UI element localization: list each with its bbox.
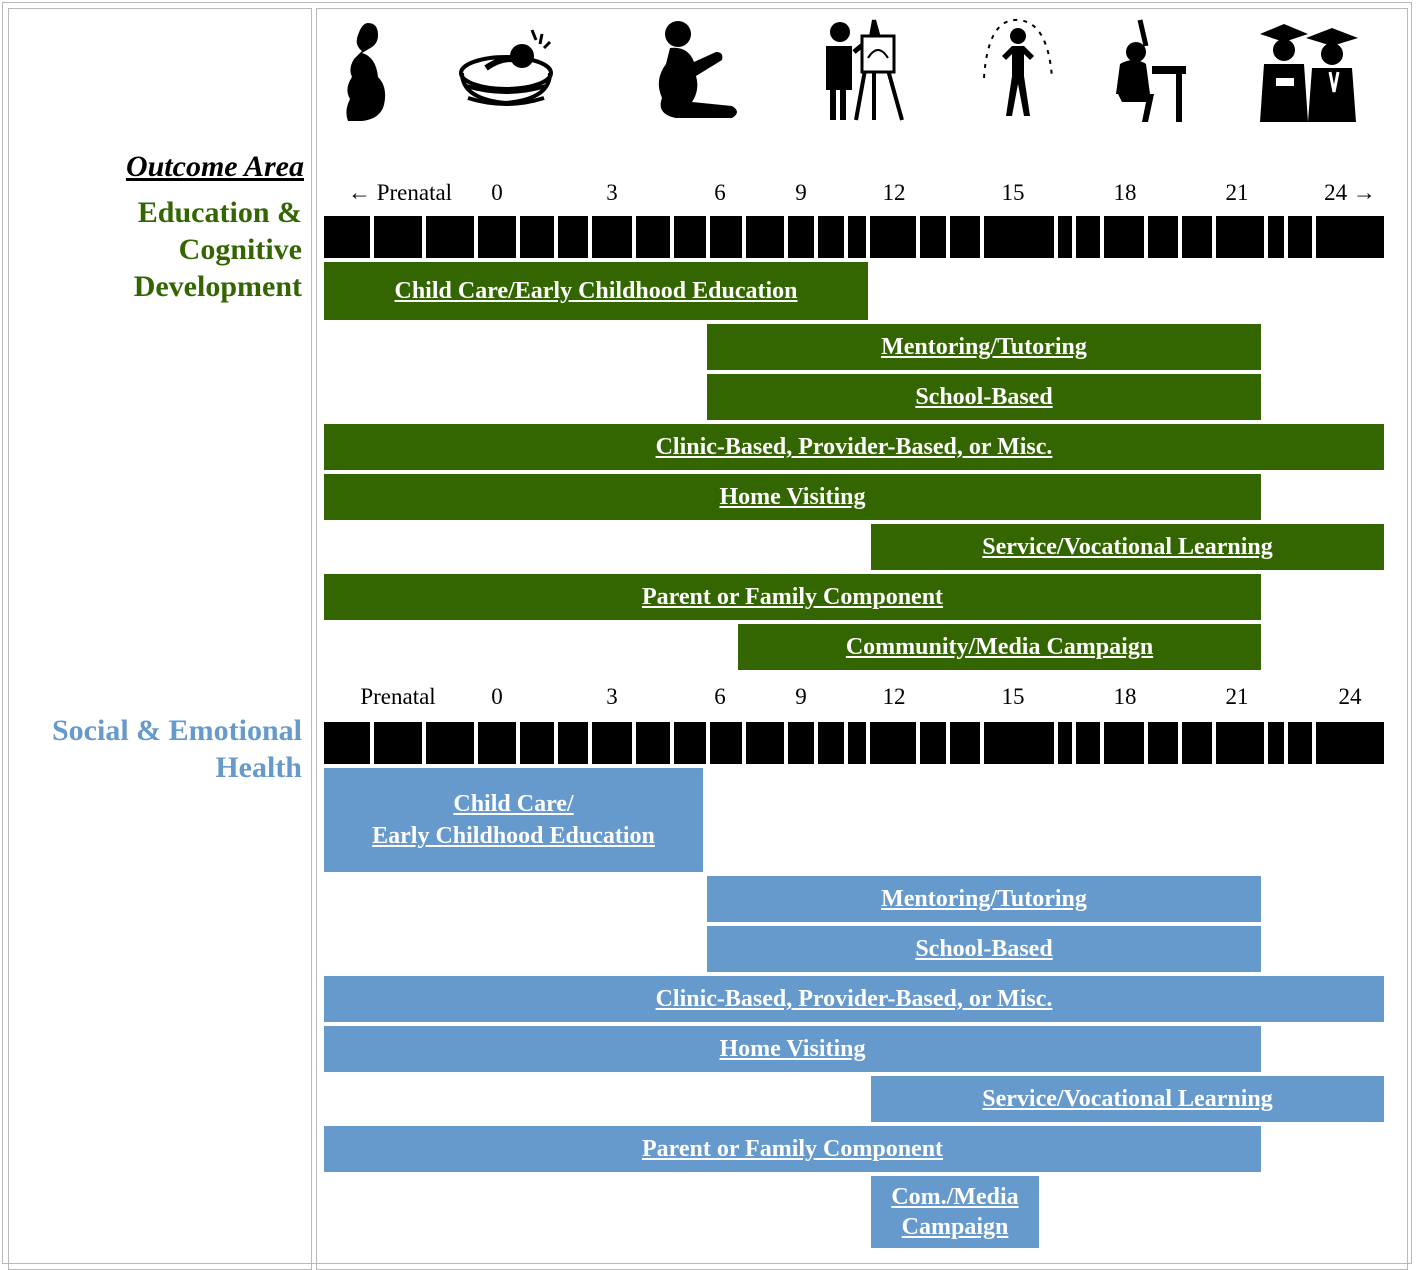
age-label-12-2: 12 <box>882 684 906 709</box>
crawling-toddler-icon <box>640 18 752 128</box>
edu-link-community-media[interactable]: Community/Media Campaign <box>845 634 1154 660</box>
pregnant-woman-icon <box>338 18 398 128</box>
area-label-social-emotional: Social & Emotional Health <box>51 714 302 784</box>
student-at-desk-icon <box>1110 18 1190 128</box>
soc-bar-school-based: School-Based <box>707 926 1261 972</box>
edu-bar-community-media: Community/Media Campaign <box>738 624 1261 670</box>
outcome-area-heading: Outcome Area <box>125 150 304 183</box>
age-label-prenatal-2: Prenatal <box>360 684 436 709</box>
edu-bar-child-care: Child Care/Early Childhood Education <box>324 262 868 320</box>
soc-link-parent-family[interactable]: Parent or Family Component <box>641 1136 944 1162</box>
edu-link-clinic-based[interactable]: Clinic-Based, Provider-Based, or Misc. <box>655 434 1053 460</box>
age-label-15: 15 <box>1001 180 1025 205</box>
edu-link-home-visiting[interactable]: Home Visiting <box>719 484 866 510</box>
graduates-icon <box>1252 18 1362 128</box>
edu-bar-clinic-based: Clinic-Based, Provider-Based, or Misc. <box>324 424 1384 470</box>
age-label-24-2: 24 <box>1338 684 1362 709</box>
baby-in-crib-icon <box>456 18 566 128</box>
age-label-6: 6 <box>714 180 726 205</box>
age-label-9: 9 <box>795 180 807 205</box>
age-ruler-bottom <box>324 722 1384 764</box>
edu-link-school-based[interactable]: School-Based <box>915 384 1053 410</box>
soc-link-home-visiting[interactable]: Home Visiting <box>719 1036 866 1062</box>
age-label-24: 24 → <box>1324 180 1376 205</box>
soc-bar-child-care: Child Care/ Early Childhood Education <box>324 768 703 872</box>
edu-bar-mentoring: Mentoring/Tutoring <box>707 324 1261 370</box>
edu-bar-service-vocational: Service/Vocational Learning <box>871 524 1384 570</box>
age-label-18: 18 <box>1113 180 1137 205</box>
age-label-15-2: 15 <box>1001 684 1025 709</box>
edu-bar-parent-family: Parent or Family Component <box>324 574 1261 620</box>
age-label-18-2: 18 <box>1113 684 1137 709</box>
child-at-easel-icon <box>818 18 914 128</box>
soc-link-clinic-based[interactable]: Clinic-Based, Provider-Based, or Misc. <box>655 986 1053 1012</box>
age-label-3: 3 <box>606 180 618 205</box>
edu-link-parent-family[interactable]: Parent or Family Component <box>641 584 944 610</box>
edu-link-mentoring[interactable]: Mentoring/Tutoring <box>881 334 1087 360</box>
age-label-3-2: 3 <box>606 684 618 709</box>
edu-link-service-vocational[interactable]: Service/Vocational Learning <box>982 534 1273 560</box>
edu-bar-home-visiting: Home Visiting <box>324 474 1261 520</box>
soc-bar-clinic-based: Clinic-Based, Provider-Based, or Misc. <box>324 976 1384 1022</box>
age-label-6-2: 6 <box>714 684 726 709</box>
age-label-12: 12 <box>882 180 906 205</box>
age-label-21-2: 21 <box>1225 684 1249 709</box>
age-ruler-top <box>324 216 1384 258</box>
soc-link-community-media[interactable]: Com./Media Campaign <box>891 1184 1019 1240</box>
soc-link-child-care[interactable]: Child Care/ Early Childhood Education <box>372 791 655 849</box>
soc-link-mentoring[interactable]: Mentoring/Tutoring <box>881 886 1087 912</box>
edu-link-child-care[interactable]: Child Care/Early Childhood Education <box>394 278 798 304</box>
edu-bar-school-based: School-Based <box>707 374 1261 420</box>
age-label-9-2: 9 <box>795 684 807 709</box>
age-label-prenatal: ← Prenatal <box>347 180 453 205</box>
soc-bar-home-visiting: Home Visiting <box>324 1026 1261 1072</box>
child-jumping-rope-icon <box>978 18 1058 128</box>
age-label-0: 0 <box>491 180 503 205</box>
soc-link-service-vocational[interactable]: Service/Vocational Learning <box>982 1086 1273 1112</box>
soc-link-school-based[interactable]: School-Based <box>915 936 1053 962</box>
area-label-education: Education & Cognitive Development <box>133 196 302 303</box>
soc-bar-parent-family: Parent or Family Component <box>324 1126 1261 1172</box>
soc-bar-service-vocational: Service/Vocational Learning <box>871 1076 1384 1122</box>
age-label-21: 21 <box>1225 180 1249 205</box>
soc-bar-community-media: Com./Media Campaign <box>871 1176 1039 1248</box>
soc-bar-mentoring: Mentoring/Tutoring <box>707 876 1261 922</box>
age-label-0-2: 0 <box>491 684 503 709</box>
